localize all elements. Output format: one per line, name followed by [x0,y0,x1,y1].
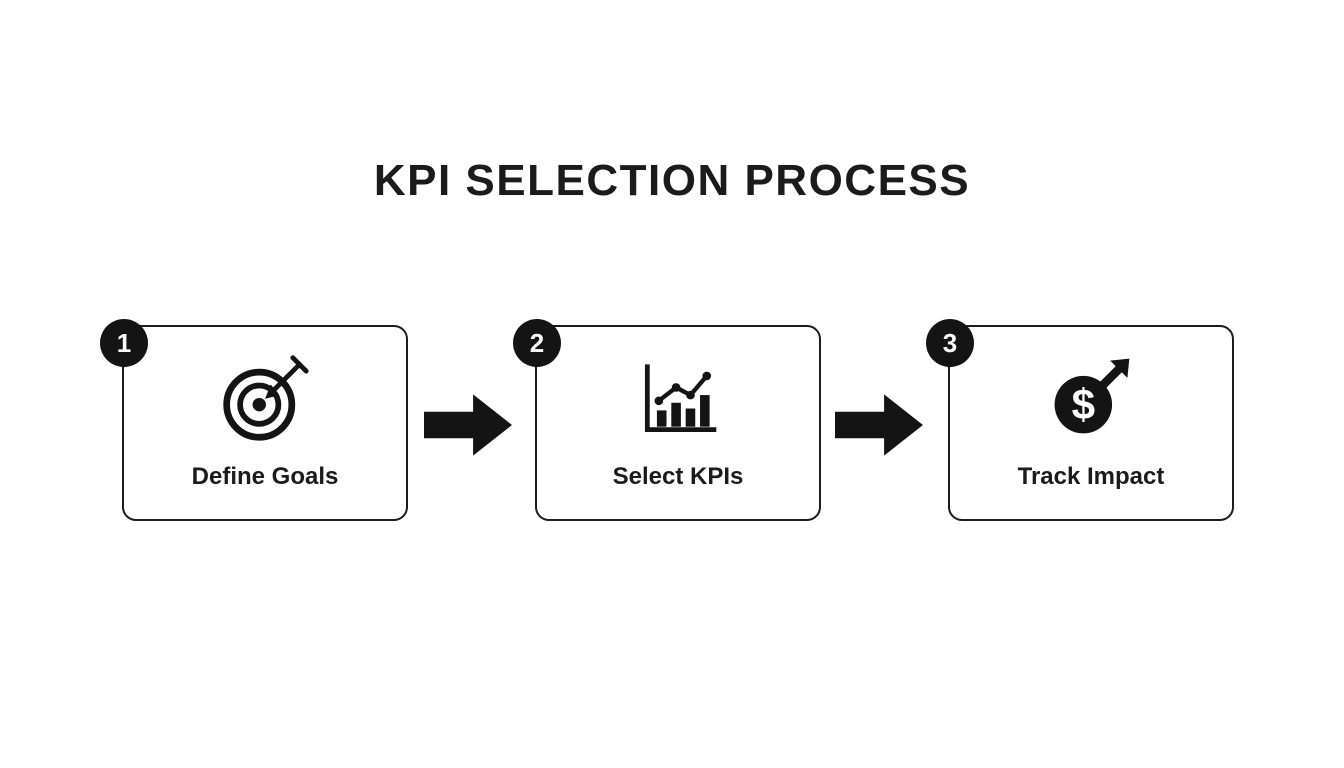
diagram-title: KPI SELECTION PROCESS [373,156,971,205]
step-label: Define Goals [191,463,339,490]
step-number-badge: 2 [513,319,561,367]
step-box-track-impact: 3 $ Track Impact [926,319,1234,521]
svg-text:$: $ [1072,381,1095,428]
step-label: Track Impact [1017,463,1165,490]
arrow-right-icon [424,392,514,458]
step-number-badge: 1 [100,319,148,367]
step-number-badge: 3 [926,319,974,367]
step-box-select-kpis: 2 Select KPIs [513,319,821,521]
dollar-growth-icon: $ [1045,351,1137,443]
step-box-define-goals: 1 Define Goals [100,319,408,521]
step-label: Select KPIs [612,463,744,490]
bar-chart-icon [632,351,724,443]
target-icon [219,351,311,443]
arrow-right-icon [835,392,925,458]
